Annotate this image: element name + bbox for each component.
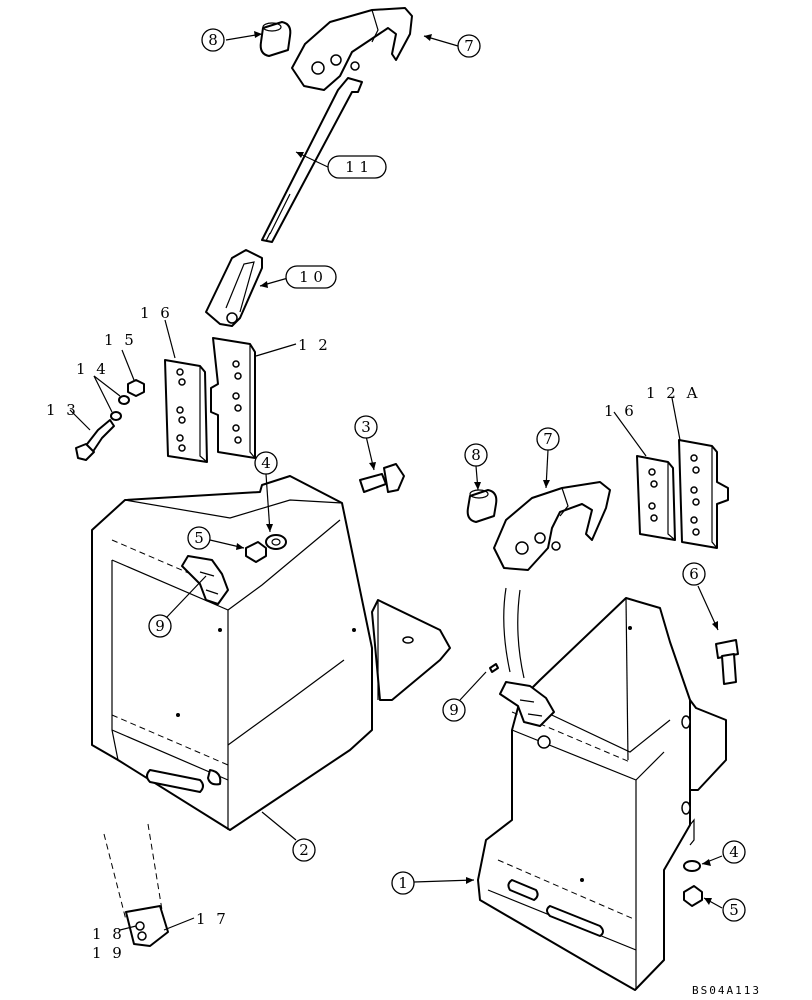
label-18: 1 8	[92, 925, 125, 943]
callout-4-right: 4	[722, 840, 746, 864]
callout-10: 1 0	[285, 265, 337, 289]
svg-text:9: 9	[155, 617, 165, 635]
callout-7-top: 7	[457, 34, 481, 58]
bolt-13	[75, 419, 115, 461]
shim-plate-right	[636, 455, 676, 541]
bolt-6	[715, 639, 739, 685]
drawing-code: BS04A113	[692, 984, 761, 997]
callout-1: 1	[391, 871, 415, 895]
svg-text:9: 9	[449, 701, 459, 719]
label-13: 1 3	[46, 401, 79, 419]
svg-text:1 1: 1 1	[345, 158, 369, 176]
callout-4-left: 4	[254, 451, 278, 475]
housing-right	[477, 597, 727, 991]
leader-lines	[69, 31, 723, 931]
housing-left	[91, 475, 451, 831]
bushing-right	[466, 489, 498, 523]
callout-8-top: 8	[201, 28, 225, 52]
label-12: 1 2	[298, 336, 331, 354]
svg-text:8: 8	[471, 446, 481, 464]
label-16-right: 1 6	[604, 402, 637, 420]
svg-text:6: 6	[689, 565, 699, 583]
callout-9-right: 9	[442, 698, 466, 722]
svg-text:8: 8	[208, 31, 218, 49]
guide-line	[503, 587, 511, 673]
svg-text:7: 7	[543, 430, 553, 448]
callout-3: 3	[354, 415, 378, 439]
svg-text:1: 1	[398, 874, 408, 892]
label-14: 1 4	[76, 360, 109, 378]
clevis	[205, 249, 263, 327]
svg-text:2: 2	[299, 841, 309, 859]
pin-right	[489, 663, 499, 673]
callout-5-left: 5	[187, 526, 211, 550]
label-15: 1 5	[104, 331, 137, 349]
callout-7-right: 7	[536, 427, 560, 451]
bushing-top	[259, 21, 292, 57]
label-12a: 1 2 A	[646, 384, 700, 402]
svg-text:5: 5	[729, 901, 739, 919]
label-17: 1 7	[196, 910, 229, 928]
nut-15	[127, 379, 145, 397]
plate-12a	[678, 439, 729, 549]
plate-12	[210, 337, 256, 459]
label-19: 1 9	[92, 944, 125, 962]
svg-text:4: 4	[729, 843, 739, 861]
shim-plate-left	[164, 359, 208, 463]
yoke-right	[493, 481, 611, 571]
svg-text:7: 7	[464, 37, 474, 55]
svg-text:1 0: 1 0	[299, 268, 323, 286]
svg-text:3: 3	[361, 418, 371, 436]
washers-14	[110, 395, 130, 421]
label-16-left: 1 6	[140, 304, 173, 322]
callout-8-right: 8	[464, 443, 488, 467]
guide-line	[517, 589, 525, 679]
callout-11: 1 1	[327, 155, 387, 179]
callout-2: 2	[292, 838, 316, 862]
yoke-top	[291, 7, 413, 91]
callout-5-right: 5	[722, 898, 746, 922]
bolt-3	[359, 463, 405, 493]
callout-6: 6	[682, 562, 706, 586]
callout-9-left: 9	[148, 614, 172, 638]
svg-text:4: 4	[261, 454, 271, 472]
svg-text:5: 5	[194, 529, 204, 547]
